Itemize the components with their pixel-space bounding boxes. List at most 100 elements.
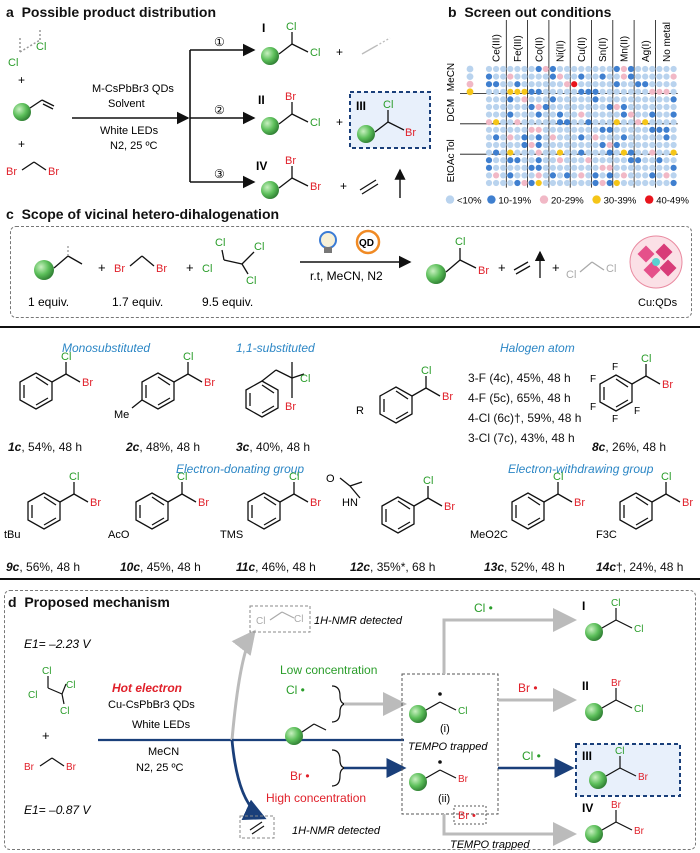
screen-dot [642,81,649,88]
screen-dot [635,103,642,111]
screen-dot [627,141,635,149]
screen-dot [493,119,500,126]
screen-dot [507,179,514,187]
svg-text:Cl: Cl [383,99,393,111]
svg-text:III: III [582,749,592,763]
screen-dot [627,126,635,133]
screen-dot [556,157,564,164]
svg-text:TEMPO trapped: TEMPO trapped [450,839,530,850]
screen-dot [585,164,592,171]
product-row-marker [466,88,474,96]
svg-text:I: I [582,599,585,613]
screen-dot [556,172,564,179]
screen-dot [620,111,627,118]
compound-1c: 1c, 54%, 48 h [8,440,83,454]
screen-dot [656,134,663,141]
screen-dot [642,88,649,95]
screen-dot [627,88,635,95]
screen-dot [663,179,670,187]
halogen-list: 3-F (4c), 45%, 48 h 4-F (5c), 65%, 48 h … [468,371,582,445]
screen-dot [556,111,564,118]
screen-dot [521,119,528,126]
screen-dot [642,164,649,171]
screen-dot [606,96,613,103]
screen-dot [485,126,493,133]
screen-dot [613,73,620,80]
svg-text:Br: Br [611,800,622,811]
screen-dot [578,126,585,133]
screen-dot [578,179,585,187]
panel-d-title: d Proposed mechanism [8,594,170,610]
screen-dot [542,164,549,171]
solvent-label: MeCN [446,63,457,91]
screen-dot [571,96,578,103]
screen-dot [606,157,613,164]
svg-text:+: + [18,73,25,87]
screen-dot [535,134,542,141]
svg-text:Cl: Cl [294,614,303,625]
screen-dot [578,96,585,103]
screen-dot [549,96,556,103]
screen-dot [485,141,493,149]
compound-11c: 11c, 46%, 48 h [236,560,316,574]
screen-dot [642,179,649,187]
screen-dot [578,149,585,156]
screen-dot [649,65,656,73]
screen-dot [649,88,656,95]
screen-dot [542,73,549,80]
screen-dot [521,134,528,141]
screen-dot [564,172,571,179]
screen-dot [528,126,535,133]
screen-dot [670,65,677,73]
category-ewg: Electron-withdrawing group [508,462,654,476]
screen-dot [649,164,656,171]
screen-dot [549,88,556,95]
screen-dot [549,126,556,133]
screen-dot [493,164,500,171]
screen-dot [656,81,663,88]
screen-dot [613,157,620,164]
screen-dot [663,164,670,171]
screen-dot [542,126,549,133]
screen-dot [485,73,493,80]
screen-dot [485,111,493,118]
screen-dot [613,88,620,95]
cu-qds-icon [629,235,683,289]
divider-top [0,326,700,328]
svg-text:Cl: Cl [256,616,265,627]
screen-dot [571,172,578,179]
svg-text:Cl: Cl [254,241,264,253]
screen-dot [556,96,564,103]
screen-dot [564,111,571,118]
screen-dot [500,126,507,133]
screen-dot [500,73,507,80]
svg-text:E1= –0.87 V: E1= –0.87 V [24,803,91,817]
screen-dot [556,126,564,133]
screen-dot [620,157,627,164]
screen-dot [514,96,521,103]
screen-dot [620,179,627,187]
screen-dot [514,172,521,179]
light-bulb-icon [319,231,337,253]
screen-dot [599,73,606,80]
divider-bottom [0,578,700,580]
screen-dot [620,81,627,88]
screen-dot [528,164,535,171]
legend-swatch [445,195,455,204]
screen-dot [635,88,642,95]
screen-dot [613,179,620,187]
screen-dot [549,141,556,149]
screen-dot [585,96,592,103]
metal-label: Sn(II) [598,38,609,62]
tetrachloroethane: Cl Cl Cl Cl [202,237,264,287]
svg-text:Cl: Cl [183,352,193,363]
screen-dot [500,111,507,118]
screen-dot [493,96,500,103]
legend-label: 20-29% [551,196,584,207]
screen-dot [613,81,620,88]
svg-text:Br •: Br • [518,681,538,695]
screen-dot [627,119,635,126]
compound-9c: 9c, 56%, 48 h [6,560,81,574]
screen-dot [642,65,649,73]
screen-dot [613,134,620,141]
